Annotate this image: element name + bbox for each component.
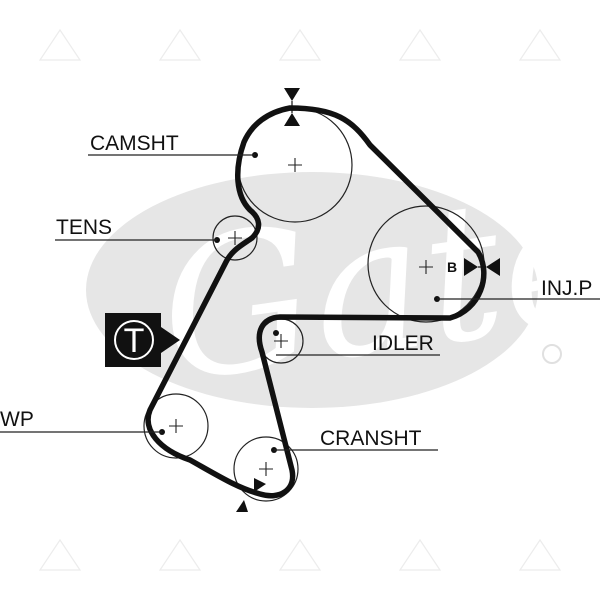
injection-pump-label: INJ.P bbox=[541, 277, 592, 300]
camshaft-label: CAMSHT bbox=[90, 132, 179, 155]
timing-arrows bbox=[236, 88, 500, 512]
pulley-centre-marks bbox=[169, 158, 433, 476]
timing-mark-label: B bbox=[447, 259, 457, 275]
water-pump-pulley bbox=[143, 393, 209, 459]
timing-belt bbox=[145, 105, 487, 499]
idler-label: IDLER bbox=[372, 332, 434, 355]
svg-text:Gates: Gates bbox=[147, 129, 600, 425]
leader-lines bbox=[0, 154, 600, 451]
background-pattern bbox=[38, 28, 562, 571]
tensioner-pulley bbox=[212, 215, 258, 261]
crankshaft-label: CRANSHT bbox=[320, 427, 422, 450]
tension-symbol: T bbox=[105, 313, 180, 367]
tension-symbol-letter: T bbox=[124, 322, 145, 360]
water-pump-label: WP bbox=[0, 408, 34, 431]
crankshaft-pulley bbox=[233, 436, 299, 502]
tensioner-label: TENS bbox=[56, 216, 112, 239]
